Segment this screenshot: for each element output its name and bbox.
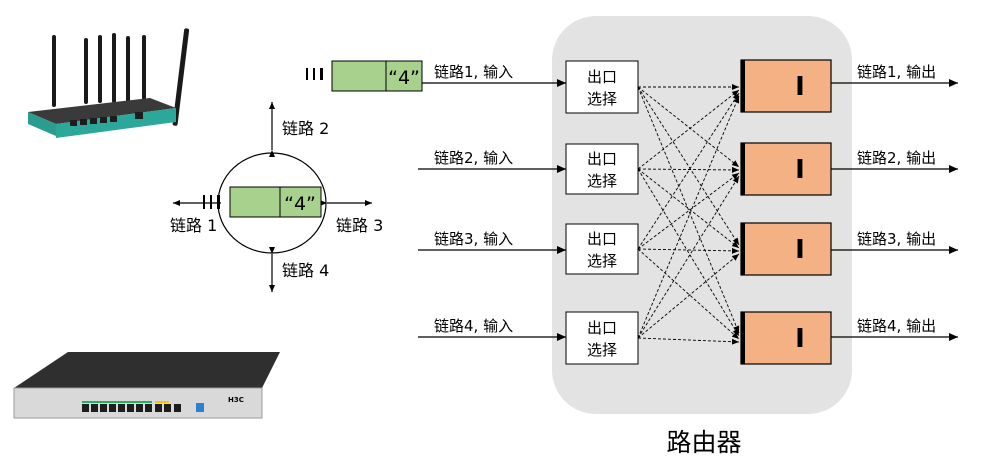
node-trail-marks (203, 195, 220, 209)
node-link-top-label: 链路 2 (282, 119, 329, 138)
select-box-2-line1: 出口 (587, 150, 617, 168)
router-title: 路由器 (666, 428, 741, 457)
select-box-4-line2: 选择 (587, 341, 617, 359)
port-row (82, 401, 204, 412)
select-box-2-line2: 选择 (587, 172, 617, 190)
incoming-packet: “4” (306, 60, 423, 92)
output-queue-2: I (740, 142, 832, 196)
output-select-box-2: 出口 选择 (565, 143, 639, 195)
output-link-4-label: 链路4, 输出 (857, 317, 936, 335)
ethernet-ports (70, 112, 143, 126)
queue-3-marker: I (795, 235, 805, 265)
output-queue-4: I (740, 311, 832, 365)
input-link-2-label: 链路2, 输入 (434, 149, 513, 167)
switching-fabric (637, 84, 740, 345)
select-box-1-line2: 选择 (587, 90, 617, 108)
queue-2-marker: I (795, 155, 805, 185)
network-node: “4” 链路 2 链路 1 链路 3 链路 4 (170, 102, 383, 292)
select-box-4-line1: 出口 (587, 319, 617, 337)
input-link-3-label: 链路3, 输入 (434, 230, 513, 248)
rackmount-router-photo: H3C (13, 352, 280, 419)
node-packet-label: “4” (284, 193, 316, 215)
output-select-box-3: 出口 选择 (565, 223, 639, 275)
output-select-box-4: 出口 选择 (565, 311, 639, 365)
queue-1-marker: I (795, 72, 805, 102)
output-link-3-label: 链路3, 输出 (857, 230, 936, 248)
node-link-bottom-label: 链路 4 (282, 261, 329, 280)
node-link-left-label: 链路 1 (170, 216, 217, 235)
packet-trail-marks (306, 68, 323, 80)
queue-4-marker: I (795, 324, 805, 354)
select-box-3-line1: 出口 (587, 230, 617, 248)
output-select-box-1: 出口 选择 (565, 60, 639, 114)
select-box-1-line1: 出口 (587, 68, 617, 86)
output-queues: I I I I (740, 59, 832, 365)
wireless-router-photo (28, 28, 190, 138)
antenna-group (52, 28, 190, 126)
output-link-2-label: 链路2, 输出 (857, 149, 936, 167)
select-box-3-line2: 选择 (587, 252, 617, 270)
node-link-right-label: 链路 3 (336, 216, 383, 235)
output-links: 链路1, 输出 链路2, 输出 链路3, 输出 链路4, 输出 (831, 63, 958, 341)
input-link-1-label: 链路1, 输入 (434, 63, 513, 81)
device-brand-label: H3C (228, 396, 244, 404)
input-link-4-label: 链路4, 输入 (434, 317, 513, 335)
output-queue-1: I (740, 59, 832, 113)
output-link-1-label: 链路1, 输出 (857, 63, 936, 81)
incoming-packet-label: “4” (388, 67, 420, 89)
output-select-boxes: 出口 选择 出口 选择 出口 选择 出口 选择 (565, 60, 639, 365)
input-links: 链路1, 输入 链路2, 输入 链路3, 输入 链路4, 输入 (418, 63, 566, 341)
output-queue-3: I (740, 222, 832, 276)
